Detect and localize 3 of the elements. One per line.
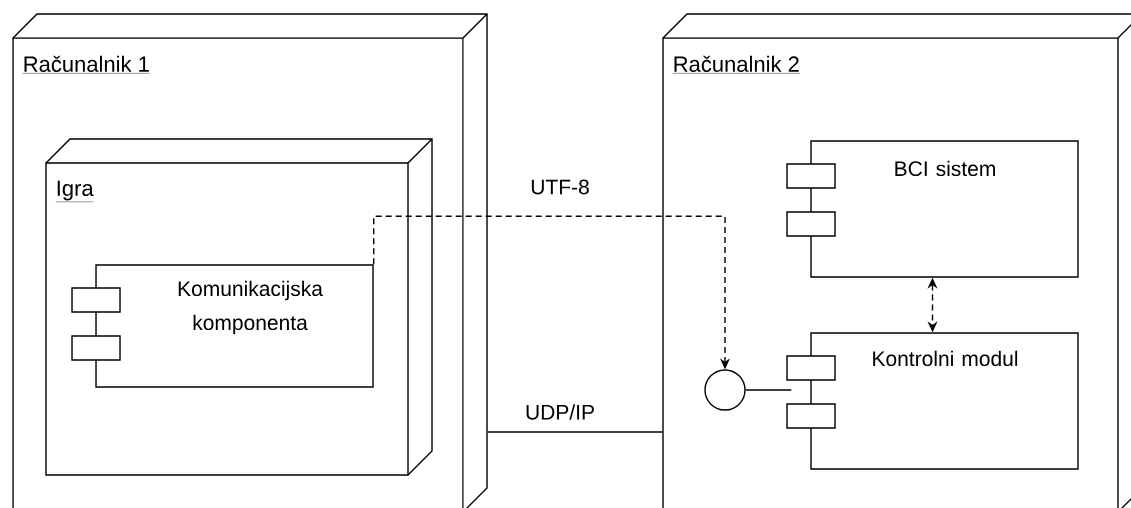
edge-label: UTF-8: [529, 178, 591, 196]
connector: [487, 431, 663, 433]
edge-label: UDP/IP: [524, 403, 596, 421]
